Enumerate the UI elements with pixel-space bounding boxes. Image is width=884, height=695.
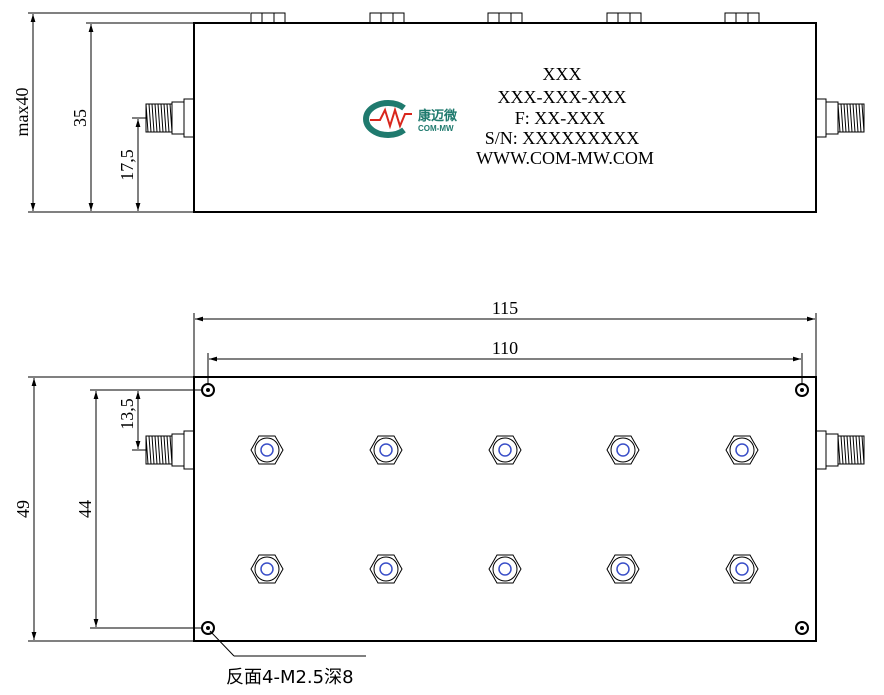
tuning-screw <box>369 554 403 584</box>
logo-english-name: COM-MW <box>418 124 454 133</box>
dim-text-17-5: 17,5 <box>117 149 137 181</box>
tuning-screw <box>488 554 522 584</box>
dim-text-49: 49 <box>13 500 33 518</box>
tuning-screw <box>250 435 284 465</box>
top-view-body <box>193 376 817 642</box>
tuning-screw <box>369 435 403 465</box>
top-left-sma-connector <box>145 430 195 470</box>
logo-mw-wave <box>370 106 412 130</box>
mounting-hole <box>795 621 809 635</box>
side-right-sma-connector <box>815 98 865 138</box>
mounting-hole <box>795 383 809 397</box>
company-logo: 康迈微 COM-MW <box>363 100 458 138</box>
top-nut <box>724 12 760 24</box>
mounting-holes <box>201 383 809 635</box>
logo-c-arc <box>363 100 406 138</box>
dim-text-13-5: 13,5 <box>117 398 137 430</box>
dim-text-max40: max40 <box>12 88 32 137</box>
side-view-top-nuts <box>250 12 760 24</box>
mounting-hole <box>201 383 215 397</box>
label-line-2: XXX-XXX-XXX <box>498 87 627 107</box>
top-nut <box>606 12 642 24</box>
label-line-5: WWW.COM-MW.COM <box>476 148 654 168</box>
tuning-screw <box>725 554 759 584</box>
logo-chinese-name: 康迈微 <box>418 108 458 124</box>
dim-text-115: 115 <box>492 298 518 318</box>
side-view-body <box>193 22 817 213</box>
side-left-sma-connector <box>145 98 195 138</box>
label-line-3: F: XX-XXX <box>515 108 606 128</box>
tuning-screw <box>250 554 284 584</box>
tuning-screw <box>606 435 640 465</box>
top-nut <box>487 12 523 24</box>
tuning-screws <box>250 435 759 584</box>
label-line-1: XXX <box>543 64 582 84</box>
mounting-hole <box>201 621 215 635</box>
tuning-screw <box>488 435 522 465</box>
mounting-note: 反面4-M2.5深8 <box>226 667 354 688</box>
top-nut <box>369 12 405 24</box>
top-right-sma-connector <box>815 430 865 470</box>
dim-text-44: 44 <box>75 500 95 518</box>
top-view: 115 110 49 44 13,5 反面4-M2.5深8 <box>13 298 865 688</box>
tuning-screw <box>606 554 640 584</box>
dim-text-35: 35 <box>70 109 90 127</box>
side-view: 康迈微 COM-MW XXX XXX-XXX-XXX F: XX-XXX S/N… <box>12 12 865 213</box>
dim-text-110: 110 <box>492 338 518 358</box>
note-leader-line <box>209 630 235 657</box>
tuning-screw <box>725 435 759 465</box>
top-nut <box>250 12 286 24</box>
label-line-4: S/N: XXXXXXXXX <box>485 128 640 148</box>
